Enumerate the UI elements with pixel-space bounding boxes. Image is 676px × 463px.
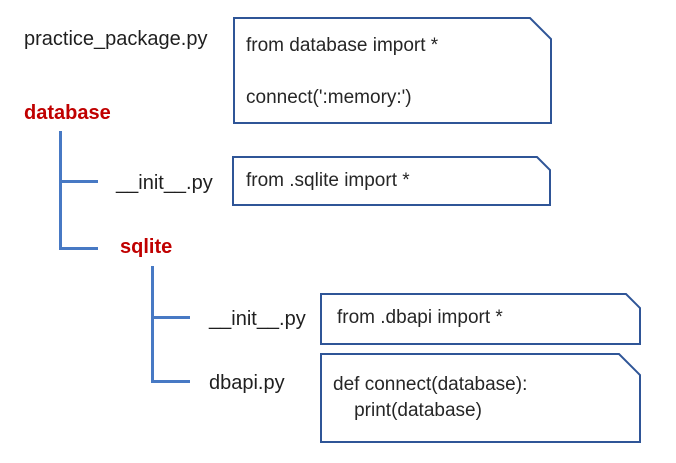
tree-line-sqlite-branch-init [151, 316, 190, 319]
folded-note-shape [233, 17, 552, 124]
tree-line-database-branch-init [59, 180, 98, 183]
label-practice-package-file: practice_package.py [24, 28, 208, 50]
code-line-import-sqlite: from .sqlite import * [246, 170, 410, 191]
folded-note-shape [320, 353, 641, 443]
code-line-connect-memory: connect(':memory:') [246, 87, 412, 108]
label-package-database: database [24, 102, 111, 124]
label-package-sqlite: sqlite [120, 236, 173, 258]
code-line-print-database: print(database) [333, 400, 482, 421]
code-line-import-database: from database import * [246, 35, 439, 56]
code-note-dbapi: def connect(database): print(database) [320, 353, 641, 443]
tree-line-database-branch-sqlite [59, 247, 98, 250]
label-dbapi-file: dbapi.py [209, 372, 285, 394]
code-note-practice-package: from database import * connect(':memory:… [233, 17, 552, 124]
code-line-def-connect: def connect(database): [333, 374, 528, 395]
label-database-init-file: __init__.py [116, 172, 213, 194]
folded-note-shape [320, 293, 641, 345]
tree-line-sqlite-branch-dbapi [151, 380, 190, 383]
code-note-database-init: from .sqlite import * [232, 156, 551, 206]
folded-note-shape [232, 156, 551, 206]
label-sqlite-init-file: __init__.py [209, 308, 306, 330]
code-note-sqlite-init: from .dbapi import * [320, 293, 641, 345]
code-line-import-dbapi: from .dbapi import * [337, 307, 503, 328]
tree-line-database-vertical [59, 131, 62, 250]
tree-line-sqlite-vertical [151, 266, 154, 383]
